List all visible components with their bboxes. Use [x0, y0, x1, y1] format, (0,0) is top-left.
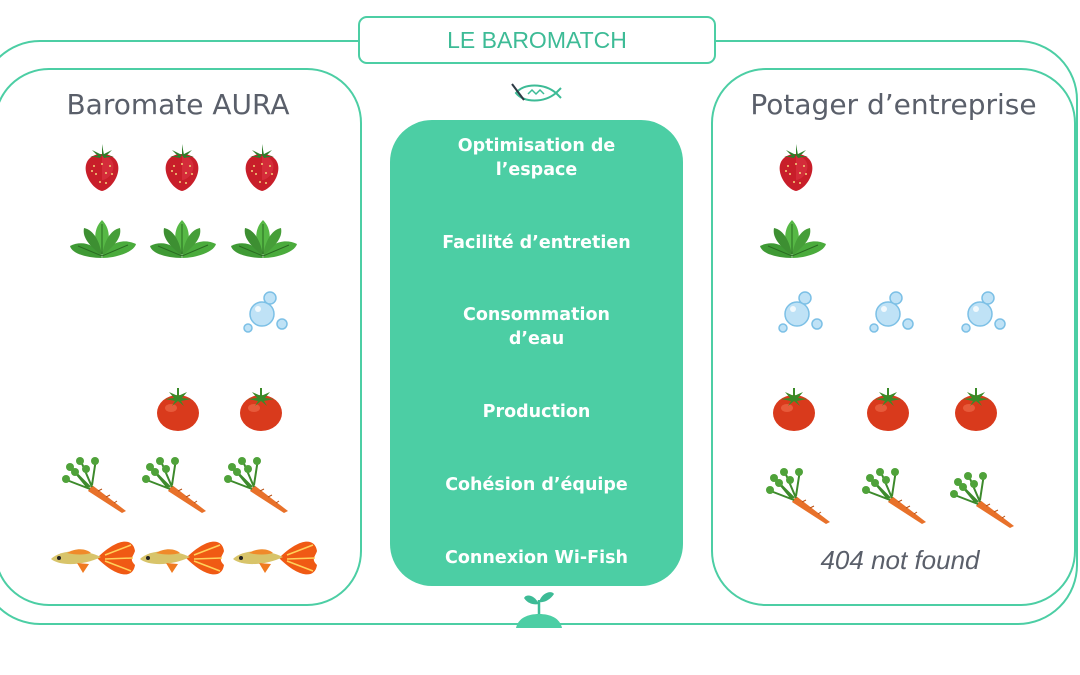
criterion-label-line1: Cohésion d’équipe [445, 475, 628, 495]
panel-title-potager-entreprise: Potager d’entreprise [750, 88, 1037, 121]
criterion-connexion-wifish: Connexion Wi-Fish [390, 546, 683, 570]
not-found-label: 404 not found [820, 545, 980, 575]
carrot-icon [766, 466, 836, 526]
mint-icon [758, 218, 828, 264]
water-drops-icon [775, 290, 825, 334]
strawberry-icon [242, 142, 282, 192]
water-drops-icon [240, 290, 290, 334]
mint-icon [229, 218, 299, 264]
mint-icon [68, 218, 138, 264]
panel-potager-entreprise: Potager d’entreprise [711, 68, 1076, 606]
tomato-icon [865, 386, 911, 432]
criterion-label-line1: Connexion Wi-Fish [445, 548, 628, 568]
strawberry-icon [82, 142, 122, 192]
tomato-icon [953, 386, 999, 432]
guppy-fish-icon [136, 533, 226, 583]
criterion-label-line1: Consommation [463, 305, 610, 325]
criterion-label-line1: Optimisation de [457, 136, 616, 156]
criterion-label-line2: l’espace [495, 160, 578, 180]
carrot-icon [142, 455, 212, 515]
criterion-cohesion-equipe: Cohésion d’équipe [390, 473, 683, 497]
criterion-optimisation-espace: Optimisation de l’espace [390, 134, 683, 182]
water-drops-icon [958, 290, 1008, 334]
criteria-panel: Optimisation de l’espace Facilité d’entr… [390, 120, 683, 586]
carrot-icon [950, 470, 1020, 530]
criterion-production: Production [390, 400, 683, 424]
tomato-icon [238, 386, 284, 432]
mint-icon [148, 218, 218, 264]
panel-title-baromate-aura: Baromate AURA [66, 88, 290, 121]
guppy-fish-icon [229, 533, 319, 583]
guppy-fish-icon [47, 533, 137, 583]
criterion-label-line1: Production [482, 402, 591, 422]
water-drops-icon [866, 290, 916, 334]
tomato-icon [155, 386, 201, 432]
carrot-icon [62, 455, 132, 515]
criterion-consommation-eau: Consommation d’eau [390, 303, 683, 351]
sprout-icon [516, 592, 562, 628]
strawberry-icon [162, 142, 202, 192]
carrot-icon [862, 466, 932, 526]
criterion-label-line1: Facilité d’entretien [442, 233, 631, 253]
tomato-icon [771, 386, 817, 432]
criterion-label-line2: d’eau [508, 329, 565, 349]
strawberry-icon [776, 142, 816, 192]
criterion-facilite-entretien: Facilité d’entretien [390, 231, 683, 255]
carrot-icon [224, 455, 294, 515]
fish-logo-icon [511, 83, 562, 102]
page-title: LE BAROMATCH [358, 16, 716, 64]
